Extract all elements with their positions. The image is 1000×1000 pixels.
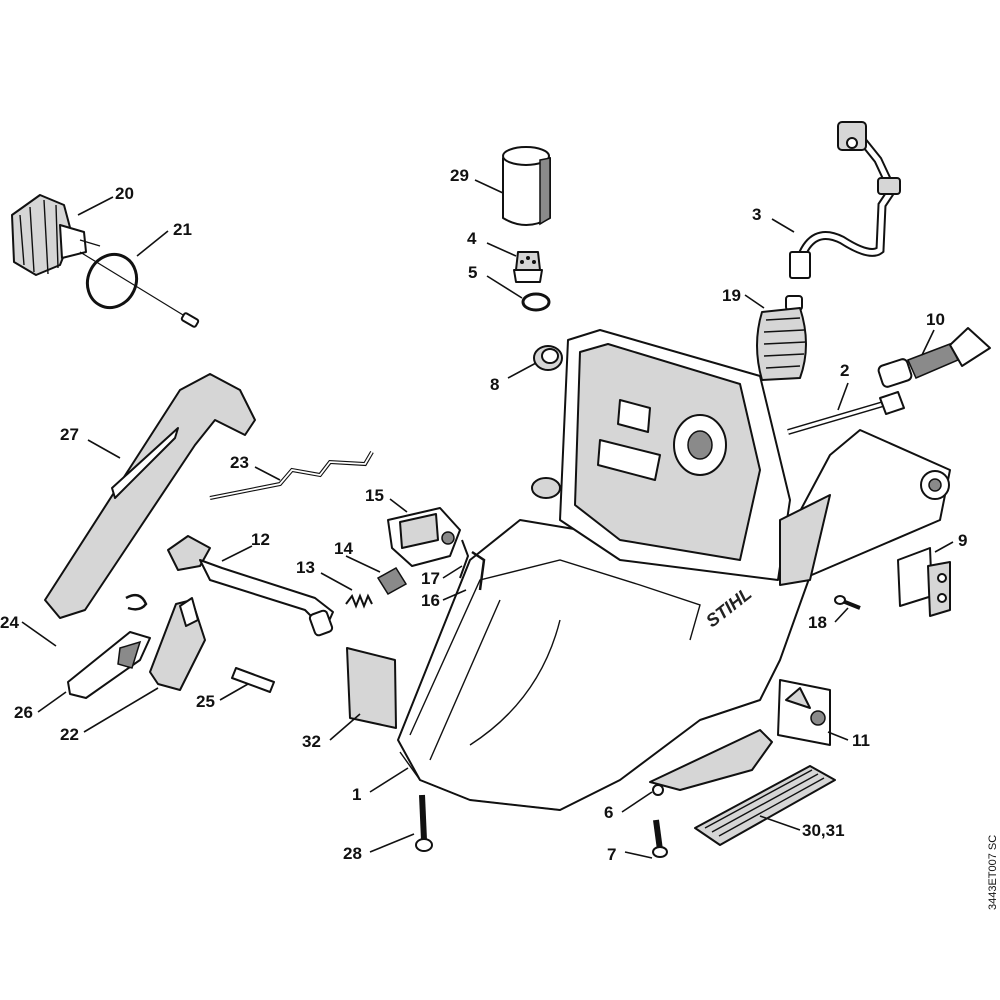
callout-labels: 20 21 29 4 5 3 19 10 2 8 27 23 12 15 14 … — [0, 166, 967, 864]
callout-2: 2 — [840, 361, 849, 380]
callout-11: 11 — [852, 731, 870, 750]
callout-25: 25 — [196, 692, 215, 711]
callout-29: 29 — [450, 166, 469, 185]
callout-19: 19 — [722, 286, 741, 305]
part-22-trigger-drawing — [149, 597, 206, 691]
callout-9: 9 — [958, 531, 967, 550]
callout-21: 21 — [173, 220, 192, 239]
part-28-screw-drawing — [415, 794, 433, 852]
part-9-switch-drawing — [897, 547, 951, 617]
callout-16: 16 — [421, 591, 440, 610]
part-2-stud-drawing — [787, 391, 905, 435]
part-6-plate-drawing — [649, 729, 773, 796]
callout-24: 24 — [0, 613, 19, 632]
callout-30-31: 30,31 — [802, 821, 845, 840]
part-19-fuel-filter-drawing — [756, 295, 807, 381]
callout-20: 20 — [115, 184, 134, 203]
part-7-screw-drawing — [652, 819, 668, 858]
part-20-cap-drawing — [11, 194, 101, 276]
part-8-grommet-drawing — [533, 345, 563, 371]
part-24-clip-drawing — [125, 593, 148, 611]
callout-12: 12 — [251, 530, 270, 549]
part-23-rod-drawing — [209, 450, 374, 500]
part-32-label-drawing — [346, 647, 397, 729]
callout-28: 28 — [343, 844, 362, 863]
callout-15: 15 — [365, 486, 384, 505]
callout-18: 18 — [808, 613, 827, 632]
callout-27: 27 — [60, 425, 79, 444]
part-5-washer-drawing — [521, 292, 551, 312]
part-3-hose-drawing — [789, 121, 901, 279]
part-30-strip-drawing — [694, 765, 836, 846]
callout-14: 14 — [334, 539, 353, 558]
part-13-spring-drawing — [345, 593, 373, 609]
callout-23: 23 — [230, 453, 249, 472]
callout-1: 1 — [352, 785, 361, 804]
callout-5: 5 — [468, 263, 477, 282]
callout-3: 3 — [752, 205, 761, 224]
part-14-slider-drawing — [376, 566, 408, 596]
callout-6: 6 — [604, 803, 613, 822]
part-26-button-drawing — [67, 631, 151, 699]
callout-4: 4 — [467, 229, 477, 248]
reference-code: 3443ET007 SC — [987, 835, 999, 910]
part-16-spring-drawing — [471, 550, 486, 591]
part-11-label-drawing — [777, 679, 831, 746]
part-21-oring-drawing — [79, 251, 200, 328]
part-18-screw-drawing — [834, 595, 861, 610]
part-10-elbow-drawing — [877, 327, 991, 388]
callout-13: 13 — [296, 558, 315, 577]
callout-10: 10 — [926, 310, 945, 329]
callout-7: 7 — [607, 845, 616, 864]
callout-17: 17 — [421, 569, 440, 588]
part-17-spring-drawing — [459, 539, 470, 579]
callout-22: 22 — [60, 725, 79, 744]
part-25-pin-drawing — [231, 667, 275, 693]
part-29-filter-drawing — [502, 146, 551, 226]
part-4-pickup-drawing — [513, 251, 543, 283]
leader-lines — [21, 179, 954, 859]
part-12-shaft-drawing — [167, 535, 334, 637]
part-27-handle-cover-drawing — [44, 373, 256, 619]
callout-32: 32 — [302, 732, 321, 751]
callout-26: 26 — [14, 703, 33, 722]
part-15-lockout-drawing — [387, 507, 461, 567]
callout-8: 8 — [490, 375, 499, 394]
part-1-housing-drawing — [397, 329, 951, 811]
